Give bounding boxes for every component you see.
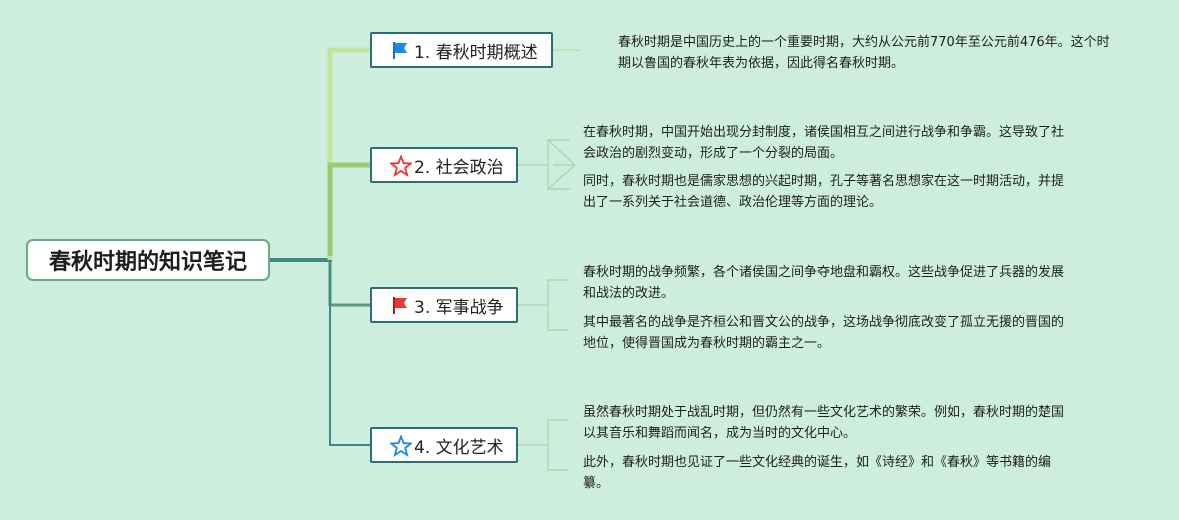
- blue-flag-icon: [390, 40, 410, 60]
- note-culture-2: 此外，春秋时期也见证了一些文化经典的诞生，如《诗经》和《春秋》等书籍的编纂。: [583, 455, 1052, 491]
- note-overview-1: 春秋时期是中国历史上的一个重要时期，大约从公元前770年至公元前476年。这个时…: [618, 35, 1110, 71]
- note-military-1: 春秋时期的战争频繁，各个诸侯国之间争夺地盘和霸权。这些战争促进了兵器的发展和战法…: [583, 265, 1065, 301]
- branch-culture-art[interactable]: 4. 文化艺术: [370, 427, 518, 463]
- branch-label: 3. 军事战争: [414, 297, 504, 318]
- root-title: 春秋时期的知识笔记: [48, 250, 247, 275]
- note-culture-1: 虽然春秋时期处于战乱时期，但仍然有一些文化艺术的繁荣。例如，春秋时期的楚国以其音…: [583, 405, 1065, 441]
- branch-overview[interactable]: 1. 春秋时期概述: [370, 32, 553, 68]
- branch-label: 4. 文化艺术: [414, 437, 504, 458]
- note-politics-2: 同时，春秋时期也是儒家思想的兴起时期，孔子等著名思想家在这一时期活动，并提出了一…: [583, 174, 1065, 210]
- blue-star-icon: [390, 435, 412, 457]
- note-politics-1: 在春秋时期，中国开始出现分封制度，诸侯国相互之间进行战争和争霸。这导致了社会政治…: [583, 125, 1065, 161]
- branch-label: 2. 社会政治: [414, 157, 504, 178]
- branch-society-politics[interactable]: 2. 社会政治: [370, 147, 518, 183]
- root-topic[interactable]: 春秋时期的知识笔记: [26, 239, 270, 281]
- note-military-2: 其中最著名的战争是齐桓公和晋文公的战争，这场战争彻底改变了孤立无援的晋国的地位，…: [583, 315, 1065, 351]
- red-star-icon: [390, 155, 412, 177]
- branch-military-war[interactable]: 3. 军事战争: [370, 287, 518, 323]
- branch-label: 1. 春秋时期概述: [414, 42, 538, 63]
- red-flag-icon: [390, 295, 410, 315]
